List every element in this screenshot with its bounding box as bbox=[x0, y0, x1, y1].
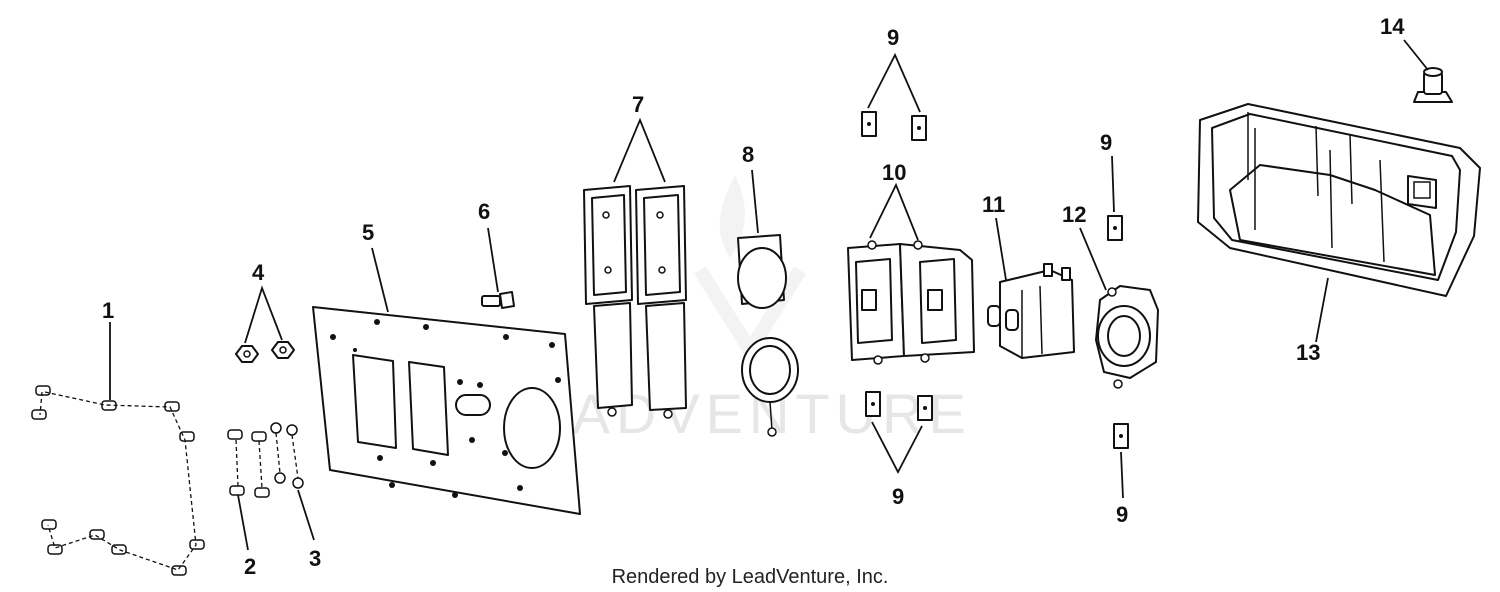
part-8-round-cover bbox=[737, 234, 799, 437]
part-9-clips-top bbox=[861, 111, 927, 141]
callout-14: 14 bbox=[1380, 14, 1405, 39]
callout-8: 8 bbox=[742, 142, 754, 167]
part-14-plug bbox=[1413, 67, 1453, 103]
callout-6: 6 bbox=[478, 199, 490, 224]
part-1-screws bbox=[31, 385, 205, 576]
callout-10: 10 bbox=[882, 160, 906, 185]
part-12-round-receptacle bbox=[1095, 285, 1159, 389]
callout-9-right-top: 9 bbox=[1100, 130, 1112, 155]
callout-11: 11 bbox=[982, 192, 1005, 217]
part-9-clips-bottom bbox=[865, 391, 933, 421]
callout-9-top: 9 bbox=[887, 25, 899, 50]
callout-7: 7 bbox=[632, 92, 644, 117]
callout-5: 5 bbox=[362, 220, 374, 245]
callout-9-middle: 9 bbox=[892, 484, 904, 509]
callout-3: 3 bbox=[309, 546, 321, 571]
part-7-outlet-covers bbox=[583, 185, 687, 419]
part-6-bolt bbox=[481, 291, 515, 309]
part-13-box bbox=[1197, 103, 1481, 297]
part-4-nuts bbox=[235, 341, 295, 363]
part-5-panel-plate bbox=[312, 306, 581, 515]
callout-12: 12 bbox=[1062, 202, 1086, 227]
part-11-breaker bbox=[987, 263, 1075, 359]
credit-text: Rendered by LeadVenture, Inc. bbox=[612, 566, 889, 588]
part-3-washers bbox=[270, 422, 304, 489]
part-10-receptacles bbox=[847, 240, 975, 365]
callout-4: 4 bbox=[252, 260, 265, 285]
part-9-clips-right bbox=[1107, 215, 1129, 449]
part-2-screws bbox=[227, 429, 270, 498]
callout-9-right-bottom: 9 bbox=[1116, 502, 1128, 527]
callout-13: 13 bbox=[1296, 340, 1320, 365]
callout-1: 1 bbox=[102, 298, 114, 323]
callout-2: 2 bbox=[244, 554, 256, 579]
